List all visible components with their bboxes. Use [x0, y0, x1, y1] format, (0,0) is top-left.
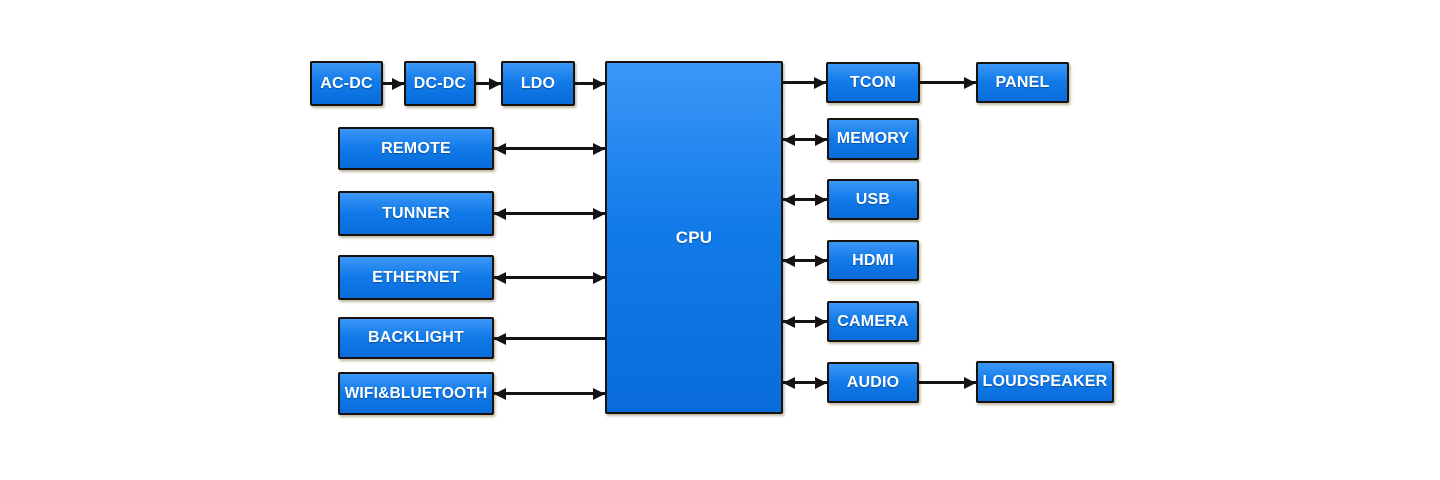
node-dcdc-label: DC-DC — [413, 74, 467, 92]
arrow-cpu-camera — [783, 320, 827, 323]
node-ethernet-label: ETHERNET — [372, 268, 460, 286]
node-tcon-label: TCON — [849, 73, 897, 91]
arrow-tunner-cpu — [494, 212, 605, 215]
node-memory-label: MEMORY — [836, 130, 910, 147]
node-backlight-label: BACKLIGHT — [367, 329, 464, 346]
node-panel-label: PANEL — [995, 73, 1050, 91]
node-cpu: CPU — [605, 61, 783, 414]
node-acdc: AC-DC — [310, 61, 383, 106]
arrow-cpu-usb — [783, 198, 827, 201]
node-audio-label: AUDIO — [846, 373, 900, 391]
node-usb-label: USB — [855, 190, 891, 208]
arrow-cpu-audio — [783, 381, 827, 384]
node-tcon: TCON — [826, 62, 920, 103]
node-camera: CAMERA — [827, 301, 919, 342]
arrow-ldo-cpu — [575, 82, 605, 85]
arrow-cpu-tcon — [783, 81, 826, 84]
node-wifi-bluetooth: WIFI&BLUETOOTH — [338, 372, 494, 415]
arrow-dcdc-ldo — [476, 82, 501, 85]
node-ethernet: ETHERNET — [338, 255, 494, 300]
node-ldo-label: LDO — [520, 74, 556, 92]
arrow-cpu-memory — [783, 138, 827, 141]
arrow-remote-cpu — [494, 147, 605, 150]
node-acdc-label: AC-DC — [320, 74, 373, 92]
node-camera-label: CAMERA — [837, 312, 909, 330]
node-usb: USB — [827, 179, 919, 220]
arrow-cpu-backlight — [494, 337, 605, 340]
node-wifi-bluetooth-label: WIFI&BLUETOOTH — [344, 384, 488, 402]
node-loudspeaker: LOUDSPEAKER — [976, 361, 1114, 403]
node-panel: PANEL — [976, 62, 1069, 103]
node-memory: MEMORY — [827, 118, 919, 160]
node-audio: AUDIO — [827, 362, 919, 403]
node-hdmi-label: HDMI — [852, 251, 894, 269]
node-loudspeaker-label: LOUDSPEAKER — [982, 373, 1108, 390]
arrow-ethernet-cpu — [494, 276, 605, 279]
node-ldo: LDO — [501, 61, 575, 106]
arrow-audio-loudspeaker — [919, 381, 976, 384]
node-hdmi: HDMI — [827, 240, 919, 281]
arrow-wifi-bluetooth-cpu — [494, 392, 605, 395]
arrow-tcon-panel — [920, 81, 976, 84]
node-backlight: BACKLIGHT — [338, 317, 494, 359]
arrow-acdc-dcdc — [383, 82, 404, 85]
arrow-cpu-hdmi — [783, 259, 827, 262]
node-remote-label: REMOTE — [381, 139, 451, 157]
node-tunner: TUNNER — [338, 191, 494, 236]
node-tunner-label: TUNNER — [382, 204, 450, 222]
node-remote: REMOTE — [338, 127, 494, 170]
node-cpu-label: CPU — [675, 227, 713, 247]
node-dcdc: DC-DC — [404, 61, 476, 106]
